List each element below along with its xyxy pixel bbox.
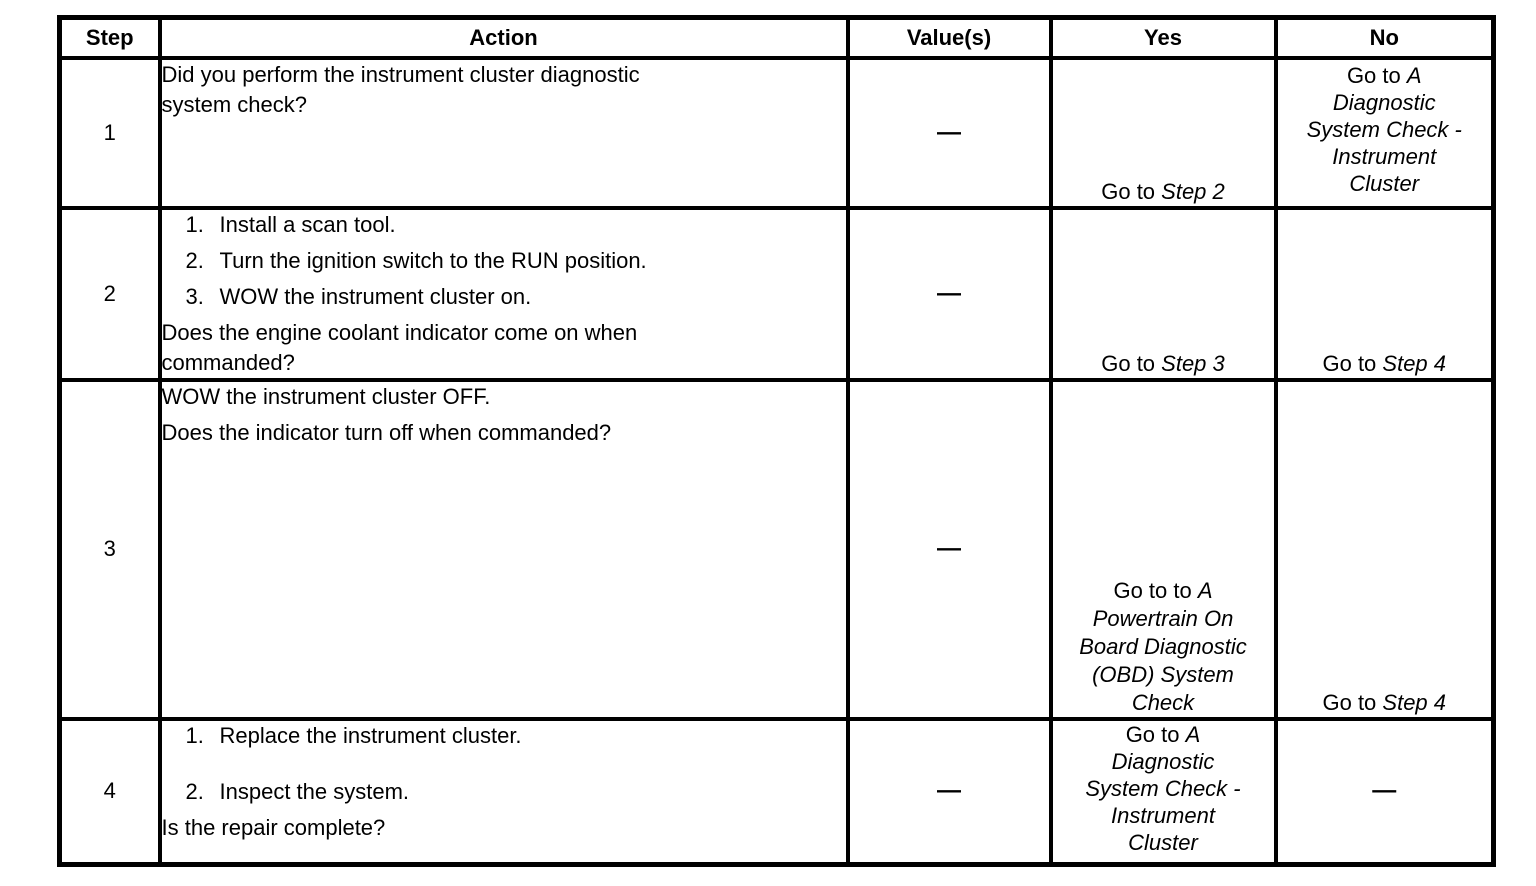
step-number: 3 bbox=[57, 377, 162, 721]
header-cell-action: Action bbox=[157, 15, 850, 60]
action-cell: 1. Install a scan tool. 2. Turn the igniti… bbox=[157, 205, 850, 382]
action-cell: 1. Replace the instrument cluster. 2. Insp… bbox=[157, 716, 850, 866]
goto-link: Step 4 bbox=[1382, 350, 1447, 376]
action-text: WOW the instrument cluster OFF. bbox=[161, 383, 491, 409]
goto-text: Go to to A Powertrain On Board Diagnosti… bbox=[1079, 577, 1247, 715]
value-cell: — bbox=[845, 55, 1053, 210]
value-dash: — bbox=[937, 535, 961, 562]
action-list-item: 1. Replace the instrument cluster. bbox=[185, 722, 844, 750]
value-dash: — bbox=[937, 777, 961, 804]
no-dash: — bbox=[1372, 777, 1397, 804]
goto-text: Go to Step 4 bbox=[1322, 689, 1447, 715]
value-dash: — bbox=[937, 279, 961, 307]
goto-link: Step 2 bbox=[1161, 178, 1225, 204]
no-cell: Go to A Diagnostic System Check - Instru… bbox=[1273, 55, 1496, 210]
action-question: Is the repair complete? bbox=[161, 814, 386, 840]
list-number: 2. bbox=[185, 778, 204, 804]
table-row: 2 1. Install a scan tool. 2. Turn the igni… bbox=[57, 205, 1496, 382]
no-cell: Go to Step 4 bbox=[1273, 205, 1496, 382]
step-number: 2 bbox=[57, 205, 162, 382]
yes-cell: Go to Step 3 bbox=[1048, 205, 1278, 382]
list-text: WOW the instrument cluster on. bbox=[219, 283, 532, 309]
table-row: 1 Did you perform the instrument cluster… bbox=[57, 55, 1496, 210]
list-number: 1. bbox=[185, 722, 204, 748]
goto-text: Go to Step 4 bbox=[1322, 350, 1447, 376]
header-cell-step: Step bbox=[57, 15, 162, 60]
no-cell: — bbox=[1273, 716, 1496, 866]
list-text: Inspect the system. bbox=[219, 778, 410, 804]
no-cell: Go to Step 4 bbox=[1273, 377, 1496, 721]
list-number: 1. bbox=[185, 211, 204, 237]
list-text: Replace the instrument cluster. bbox=[219, 722, 522, 748]
goto-link: Step 3 bbox=[1161, 350, 1225, 376]
value-cell: — bbox=[845, 205, 1053, 382]
header-cell-no: No bbox=[1273, 15, 1496, 60]
list-text: Install a scan tool. bbox=[219, 211, 396, 237]
step-number: 4 bbox=[57, 716, 162, 866]
goto-link: A Diagnostic System Check - Instrument C… bbox=[1085, 721, 1241, 855]
goto-text: Go to Step 3 bbox=[1101, 350, 1225, 376]
yes-cell: Go to A Diagnostic System Check - Instru… bbox=[1048, 716, 1278, 866]
goto-link: A Diagnostic System Check - Instrument C… bbox=[1306, 63, 1462, 196]
goto-text: Go to Step 2 bbox=[1101, 178, 1225, 204]
action-cell: Did you perform the instrument cluster d… bbox=[157, 55, 850, 210]
list-number: 2. bbox=[185, 247, 204, 273]
action-cell: WOW the instrument cluster OFF. Does the… bbox=[157, 377, 850, 721]
value-cell: — bbox=[845, 716, 1053, 866]
goto-link: Step 4 bbox=[1382, 689, 1447, 715]
action-list-item: 2. Inspect the system. bbox=[185, 777, 844, 807]
goto-link: A Powertrain On Board Diagnostic (OBD) S… bbox=[1079, 577, 1247, 715]
value-dash: — bbox=[937, 118, 961, 146]
header-cell-values: Value(s) bbox=[845, 15, 1053, 60]
action-text: Did you perform the instrument cluster d… bbox=[161, 61, 640, 117]
action-list-item: 3. WOW the instrument cluster on. bbox=[185, 282, 844, 312]
action-question: Does the engine coolant indicator come o… bbox=[161, 319, 638, 375]
action-question: Does the indicator turn off when command… bbox=[161, 419, 612, 445]
list-text: Turn the ignition switch to the RUN posi… bbox=[219, 247, 647, 273]
goto-text: Go to A Diagnostic System Check - Instru… bbox=[1085, 721, 1241, 855]
action-list-item: 1. Install a scan tool. bbox=[185, 211, 844, 240]
header-cell-yes: Yes bbox=[1048, 15, 1278, 60]
action-list-item: 2. Turn the ignition switch to the RUN po… bbox=[185, 246, 844, 276]
step-number: 1 bbox=[57, 55, 162, 210]
diagnostic-table: Step Action Value(s) Yes No 1 Did you pe… bbox=[57, 15, 1496, 867]
list-number: 3. bbox=[185, 283, 204, 309]
yes-cell: Go to to A Powertrain On Board Diagnosti… bbox=[1048, 377, 1278, 721]
table-row: 4 1. Replace the instrument cluster. 2. In… bbox=[57, 716, 1496, 866]
table-row: 3 WOW the instrument cluster OFF. Does t… bbox=[57, 377, 1496, 721]
yes-cell: Go to Step 2 bbox=[1048, 55, 1278, 210]
value-cell: — bbox=[845, 377, 1053, 721]
table-header-row: Step Action Value(s) Yes No bbox=[57, 15, 1496, 60]
goto-text: Go to A Diagnostic System Check - Instru… bbox=[1306, 63, 1462, 196]
